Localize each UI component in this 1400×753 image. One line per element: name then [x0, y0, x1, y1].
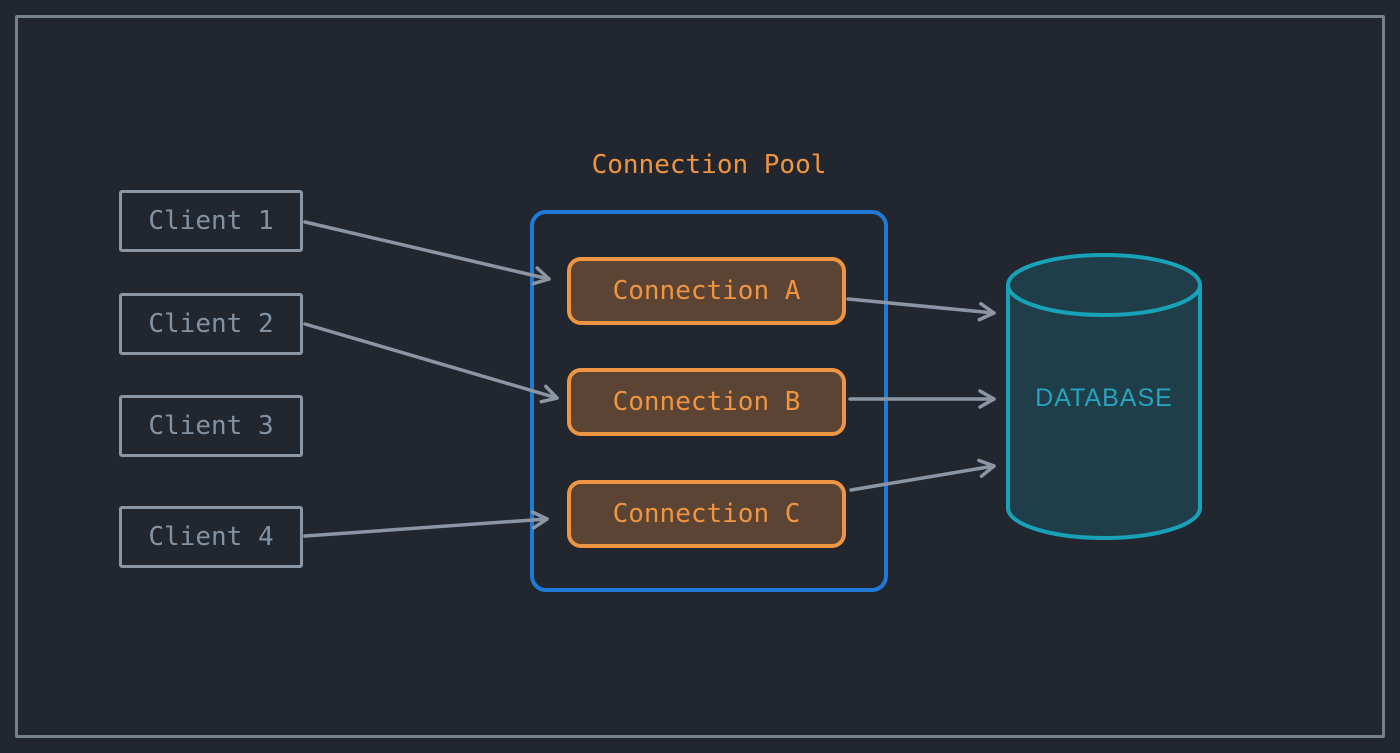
- client-3-box: Client 3: [119, 395, 303, 457]
- connection-b-box: Connection B: [567, 368, 846, 436]
- connection-c-box: Connection C: [567, 480, 846, 548]
- connection-b-label: Connection B: [612, 387, 801, 417]
- client-4-box: Client 4: [119, 506, 303, 568]
- client-3-label: Client 3: [148, 411, 274, 441]
- connection-a-box: Connection A: [567, 257, 846, 325]
- client-2-box: Client 2: [119, 293, 303, 355]
- connection-pool-box: [530, 210, 888, 592]
- connection-c-label: Connection C: [612, 499, 801, 529]
- client-2-label: Client 2: [148, 309, 274, 339]
- client-4-label: Client 4: [148, 522, 274, 552]
- outer-frame: [15, 15, 1385, 738]
- client-1-box: Client 1: [119, 190, 303, 252]
- pool-title: Connection Pool: [591, 150, 827, 180]
- connection-a-label: Connection A: [612, 276, 801, 306]
- database-label: DATABASE: [1035, 383, 1173, 412]
- client-1-label: Client 1: [148, 206, 274, 236]
